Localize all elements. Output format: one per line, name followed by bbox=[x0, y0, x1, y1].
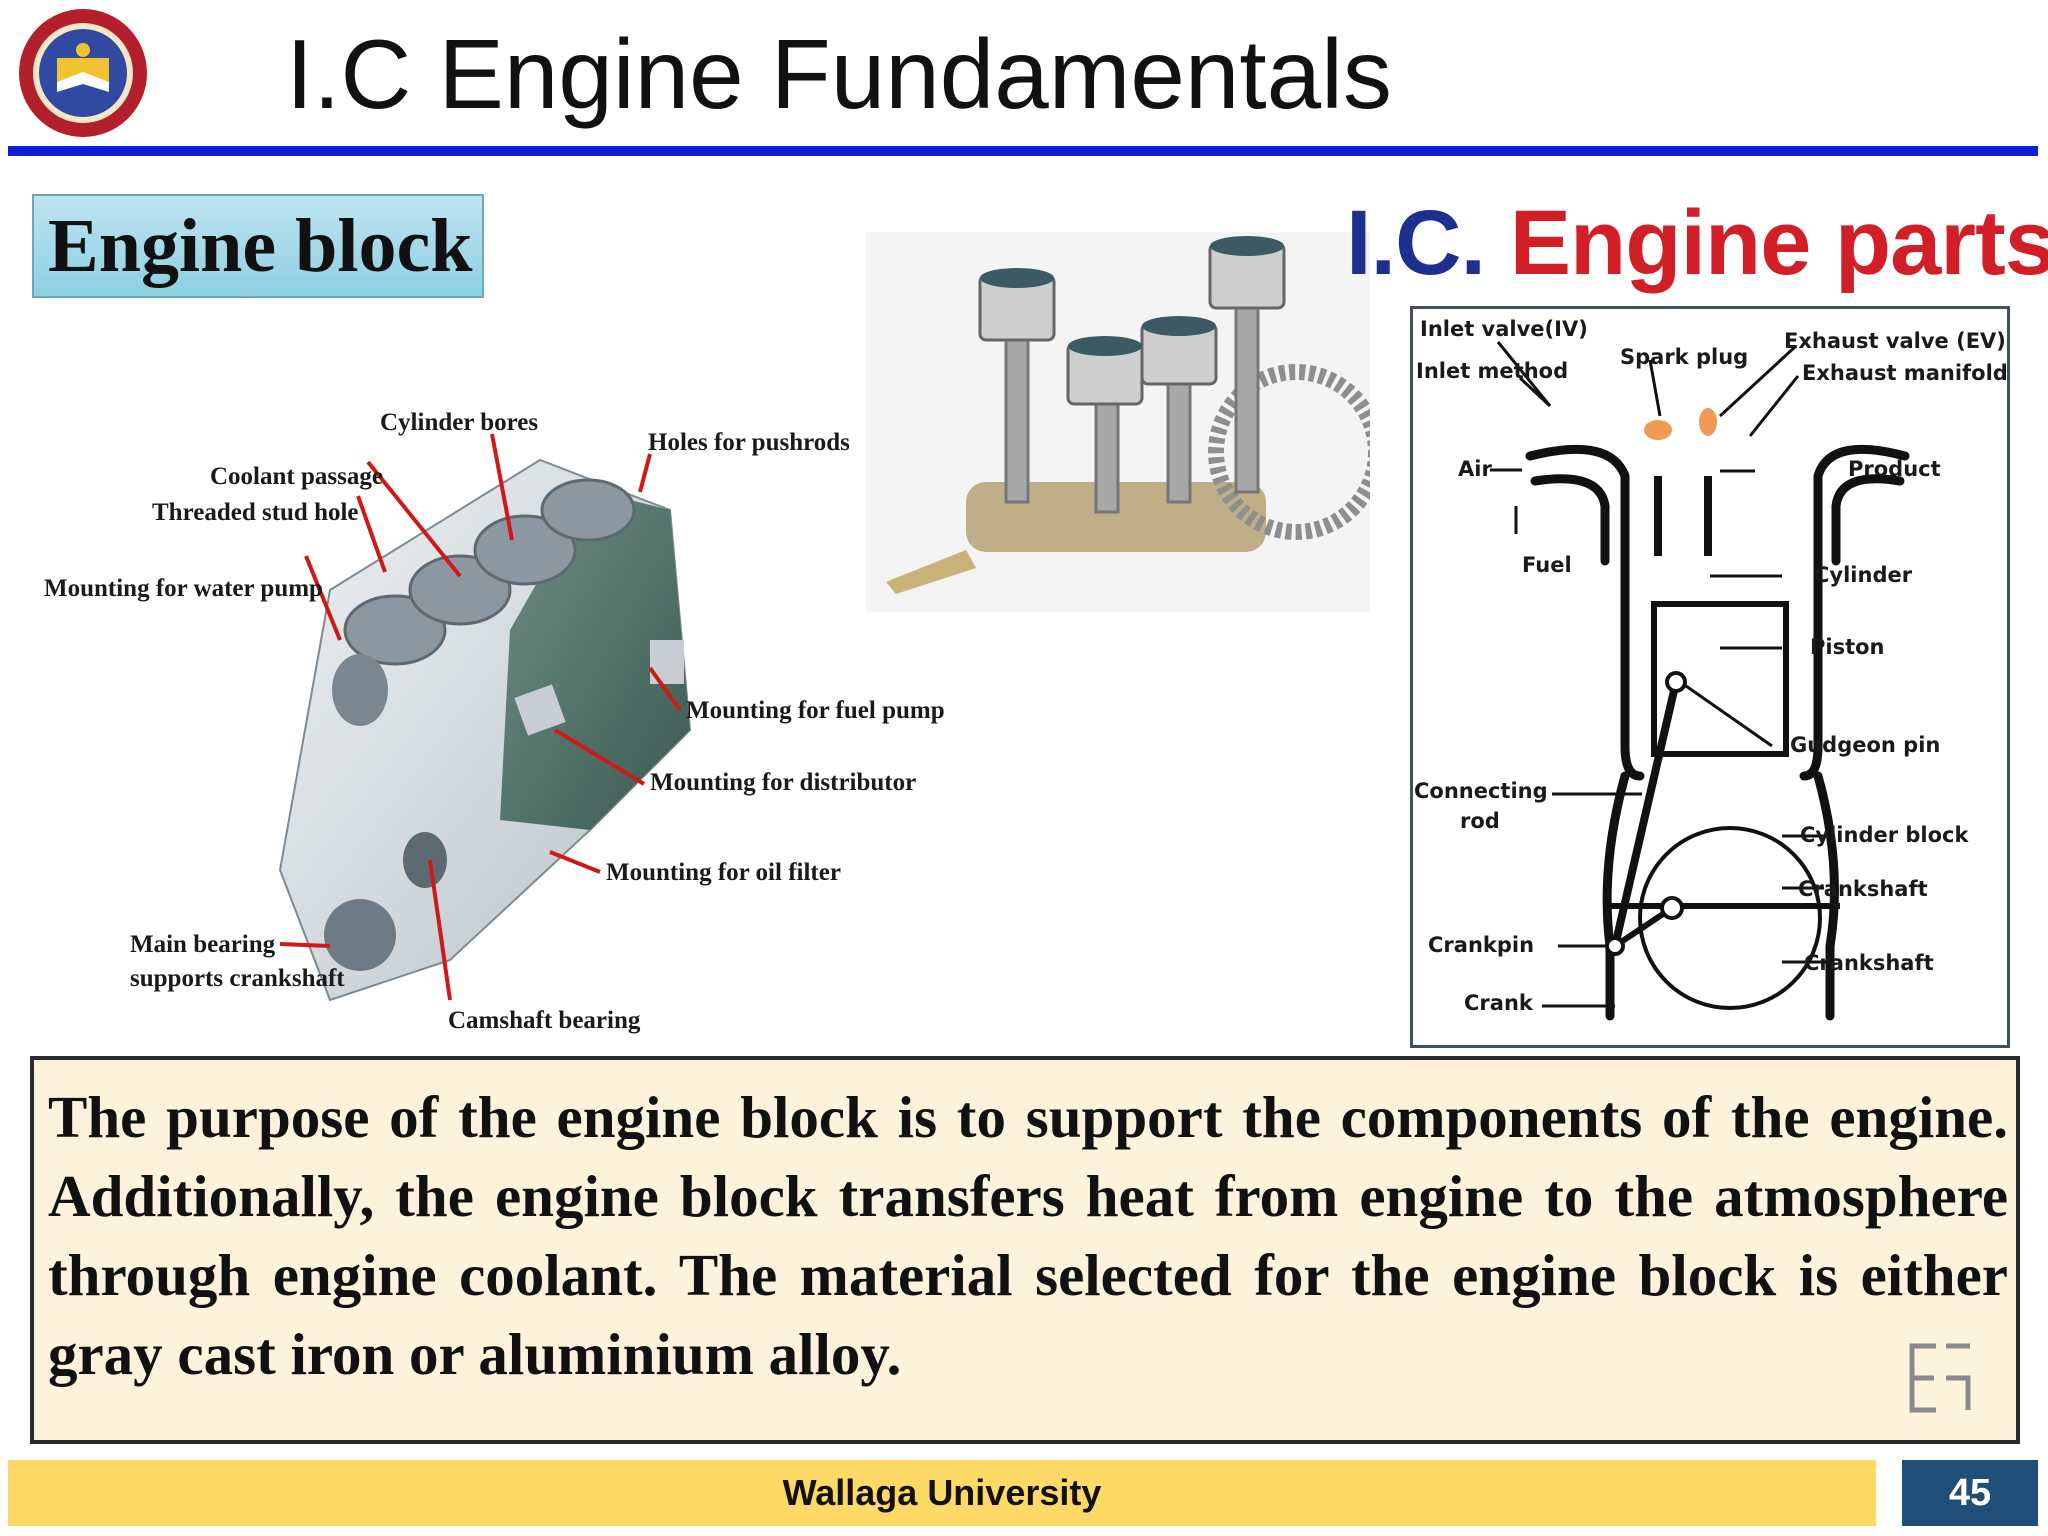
label-crankpin: Crankpin bbox=[1428, 933, 1534, 957]
engine-parts-heading-prefix: I.C. bbox=[1346, 192, 1510, 294]
label-piston: Piston bbox=[1810, 635, 1885, 659]
label-connecting: Connecting bbox=[1414, 779, 1548, 803]
engine-block-illustration: Cylinder bores Holes for pushrods Coolan… bbox=[44, 409, 945, 1034]
label-gudgeon-pin: Gudgeon pin bbox=[1790, 733, 1940, 757]
label-rod: rod bbox=[1460, 809, 1500, 833]
footer-institution: Wallaga University bbox=[782, 1472, 1102, 1513]
label-product: Product bbox=[1848, 457, 1941, 481]
engine-parts-heading-main: Engine parts bbox=[1509, 192, 2048, 294]
label-spark-plug: Spark plug bbox=[1620, 345, 1748, 369]
label-exhaust-valve: Exhaust valve (EV) bbox=[1784, 329, 2006, 353]
label-inlet-valve: Inlet valve(IV) bbox=[1420, 317, 1588, 341]
engine-block-heading: Engine block bbox=[48, 204, 473, 288]
label-mounting-distributor: Mounting for distributor bbox=[650, 769, 916, 796]
page-number: 45 bbox=[1902, 1460, 2038, 1526]
description-panel bbox=[30, 1056, 2020, 1444]
label-crank: Crank bbox=[1464, 991, 1534, 1015]
label-crankshaft-lower: Crankshaft bbox=[1804, 951, 1934, 975]
label-mounting-oil-filter: Mounting for oil filter bbox=[606, 859, 841, 886]
footer-bar bbox=[8, 1460, 1876, 1526]
label-camshaft-bearing: Camshaft bearing bbox=[448, 1007, 641, 1034]
label-cylinder-block: Cylinder block bbox=[1800, 823, 1969, 847]
label-mounting-fuel-pump: Mounting for fuel pump bbox=[686, 697, 945, 724]
label-main-bearing: Main bearing bbox=[130, 931, 276, 958]
engine-parts-heading: I.C. Engine parts bbox=[1346, 188, 2048, 298]
engine-block-heading-box bbox=[32, 194, 484, 298]
label-threaded-stud-hole: Threaded stud hole bbox=[152, 499, 359, 526]
label-air: Air bbox=[1458, 457, 1492, 481]
label-holes-pushrods: Holes for pushrods bbox=[648, 429, 850, 456]
label-coolant-passage: Coolant passage bbox=[210, 463, 383, 490]
label-crankshaft-upper: Crankshaft bbox=[1798, 877, 1928, 901]
label-exhaust-manifold: Exhaust manifold bbox=[1802, 361, 2008, 385]
university-seal-logo bbox=[19, 9, 147, 137]
description-text: The purpose of the engine block is to su… bbox=[48, 1084, 2008, 1387]
label-inlet-method: Inlet method bbox=[1416, 359, 1568, 383]
label-cylinder-bores: Cylinder bores bbox=[380, 409, 538, 436]
watermark-logo-icon bbox=[1909, 1343, 1971, 1413]
piston-crankshaft-illustration bbox=[866, 232, 1370, 612]
label-supports-crankshaft: supports crankshaft bbox=[130, 965, 345, 992]
title-divider bbox=[8, 146, 2038, 156]
engine-parts-diagram: Inlet valve(IV) Inlet method Spark plug … bbox=[1414, 317, 2008, 1021]
slide-title: I.C Engine Fundamentals bbox=[286, 19, 1392, 129]
label-cylinder: Cylinder bbox=[1814, 563, 1913, 587]
label-fuel: Fuel bbox=[1522, 553, 1572, 577]
label-mounting-water-pump: Mounting for water pump bbox=[44, 575, 323, 602]
